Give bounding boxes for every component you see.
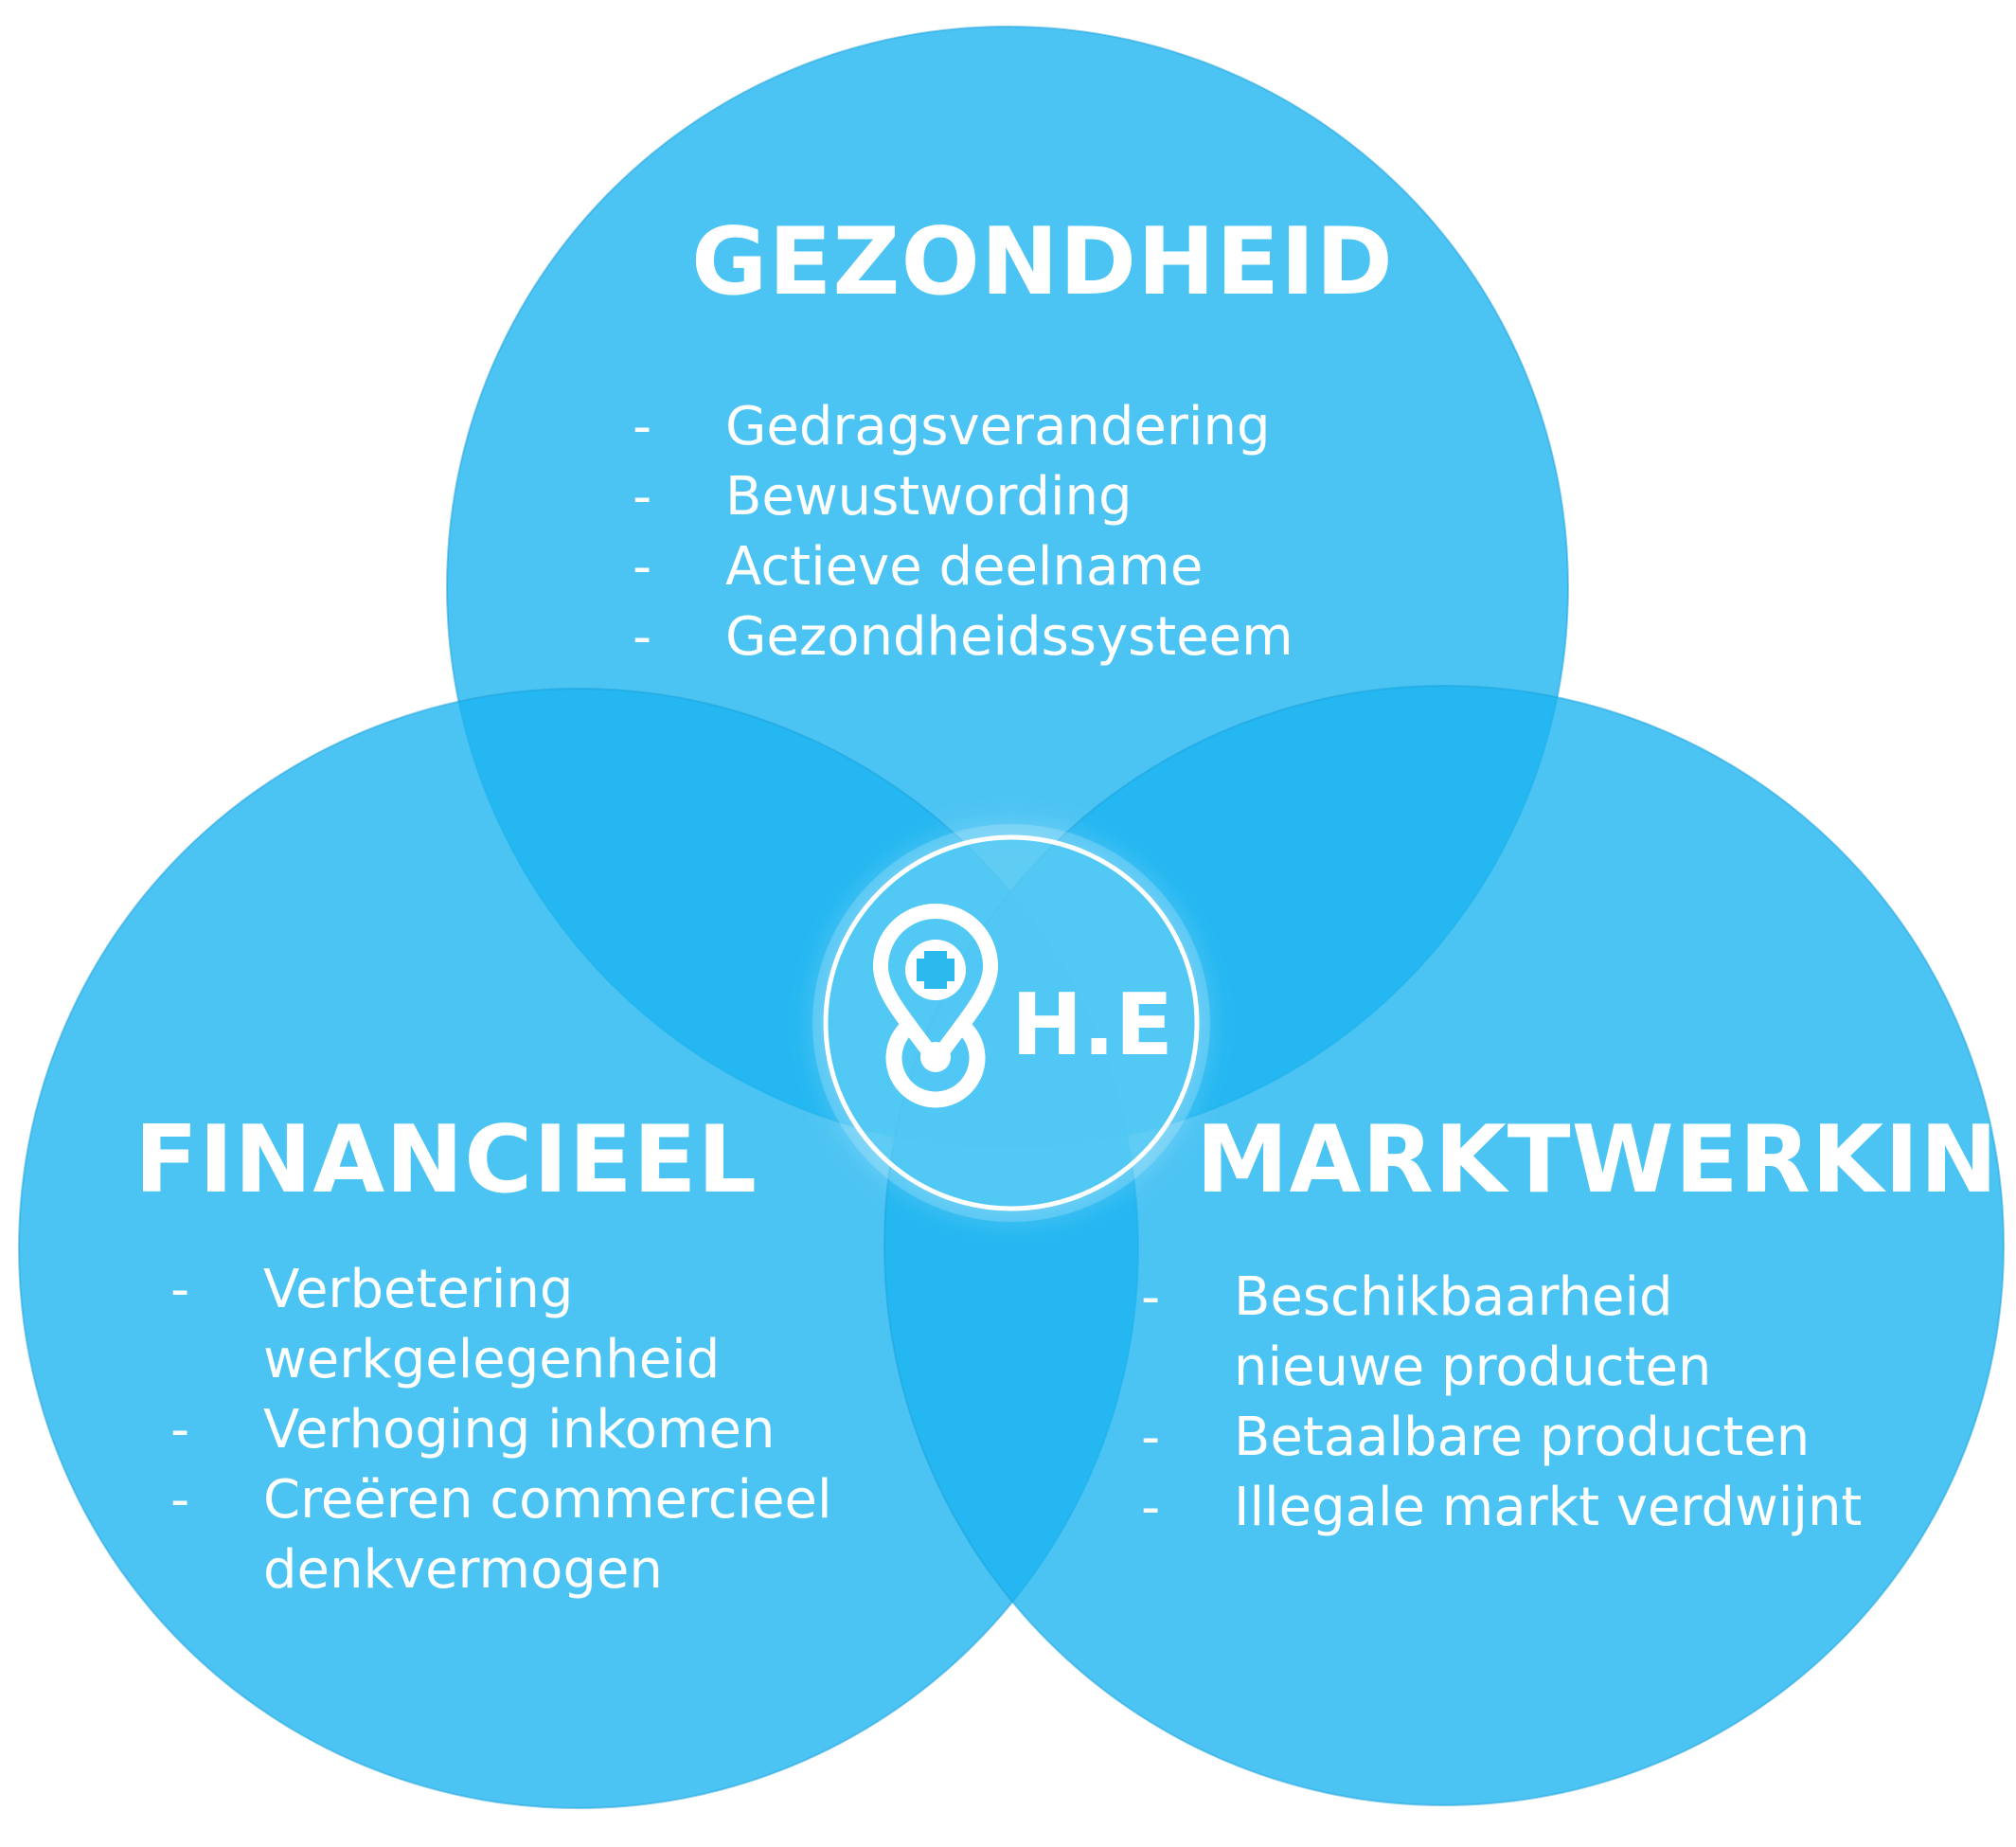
heading-marktwerking: MARKTWERKING	[1196, 1106, 2016, 1214]
heading-gezondheid: GEZONDHEID	[691, 208, 1394, 316]
list-item: - Gezondheidssysteem	[633, 602, 1293, 672]
list-item-text: Actieve deelname	[725, 536, 1204, 598]
list-marktwerking: - Beschikbaarheid nieuwe producten - Bet…	[1141, 1263, 1862, 1543]
center-logo	[812, 824, 1210, 1222]
list-item: - Verbetering werkgelegenheid	[170, 1255, 832, 1395]
list-item: - Verhoging inkomen	[170, 1395, 832, 1465]
list-item-text: Betaalbare producten	[1234, 1407, 1811, 1468]
bullet-dash: -	[1141, 1266, 1161, 1328]
location-pin-plus-icon	[873, 904, 998, 1108]
list-item-text: Verhoging inkomen	[263, 1399, 776, 1461]
list-item: - Actieve deelname	[633, 532, 1293, 602]
list-item-text: werkgelegenheid	[263, 1329, 721, 1390]
bullet-dash: -	[1141, 1407, 1161, 1468]
list-item-text: Beschikbaarheid	[1234, 1266, 1673, 1328]
list-item-text: Bewustwording	[725, 466, 1133, 528]
list-item: - Illegale markt verdwijnt	[1141, 1473, 1862, 1543]
center-ring	[823, 834, 1200, 1211]
list-item-text: Verbetering	[263, 1259, 574, 1320]
bullet-dash: -	[1141, 1477, 1161, 1538]
list-gezondheid: - Gedragsverandering - Bewustwording - A…	[633, 392, 1293, 672]
heading-financieel: FINANCIEEL	[134, 1106, 758, 1214]
bullet-dash: -	[170, 1399, 190, 1461]
list-item: - Bewustwording	[633, 462, 1293, 532]
list-item: - Betaalbare producten	[1141, 1403, 1862, 1473]
list-item-text: denkvermogen	[263, 1539, 663, 1601]
bullet-dash: -	[633, 536, 652, 598]
bullet-dash: -	[633, 466, 652, 528]
bullet-dash: -	[170, 1259, 190, 1320]
list-item-text: Illegale markt verdwijnt	[1234, 1477, 1863, 1538]
bullet-dash: -	[633, 606, 652, 668]
list-item-text: Creëren commercieel	[263, 1469, 832, 1531]
list-financieel: - Verbetering werkgelegenheid - Verhogin…	[170, 1255, 832, 1605]
list-item-text: nieuwe producten	[1234, 1336, 1712, 1398]
list-item: - Beschikbaarheid nieuwe producten	[1141, 1263, 1862, 1403]
bullet-dash: -	[170, 1469, 190, 1531]
logo-text: H.E	[1011, 976, 1173, 1075]
list-item: - Gedragsverandering	[633, 392, 1293, 462]
bullet-dash: -	[633, 396, 652, 457]
list-item: - Creëren commercieel denkvermogen	[170, 1465, 832, 1605]
list-item-text: Gezondheidssysteem	[725, 606, 1293, 668]
list-item-text: Gedragsverandering	[725, 396, 1271, 457]
